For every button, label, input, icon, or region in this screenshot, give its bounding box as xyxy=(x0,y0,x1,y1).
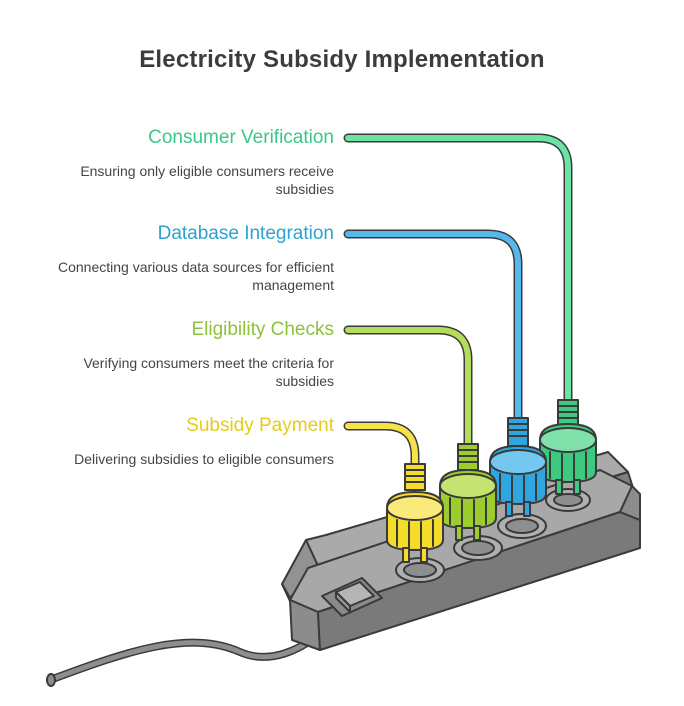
cable-consumer-verification xyxy=(343,133,573,407)
cable-database-integration xyxy=(343,229,523,425)
item-title-eligibility-checks: Eligibility Checks xyxy=(191,319,334,340)
item-desc-database-integration: Connecting various data sources for effi… xyxy=(57,259,334,293)
power-switch xyxy=(321,577,383,617)
cable-subsidy-payment xyxy=(343,421,420,471)
item-title-database-integration: Database Integration xyxy=(157,223,334,244)
cable-eligibility-checks xyxy=(343,325,473,451)
item-desc-eligibility-checks: Verifying consumers meet the criteria fo… xyxy=(83,355,334,389)
plug-database-integration xyxy=(489,417,547,517)
plug-consumer-verification xyxy=(539,399,597,495)
item-title-consumer-verification: Consumer Verification xyxy=(148,127,334,148)
item-title-subsidy-payment: Subsidy Payment xyxy=(186,415,334,436)
plug-subsidy-payment xyxy=(386,463,444,563)
page-title: Electricity Subsidy Implementation xyxy=(139,46,545,73)
plug-eligibility-checks xyxy=(439,443,497,541)
item-desc-subsidy-payment: Delivering subsidies to eligible consume… xyxy=(74,451,334,467)
item-desc-consumer-verification: Ensuring only eligible consumers receive… xyxy=(80,163,334,197)
